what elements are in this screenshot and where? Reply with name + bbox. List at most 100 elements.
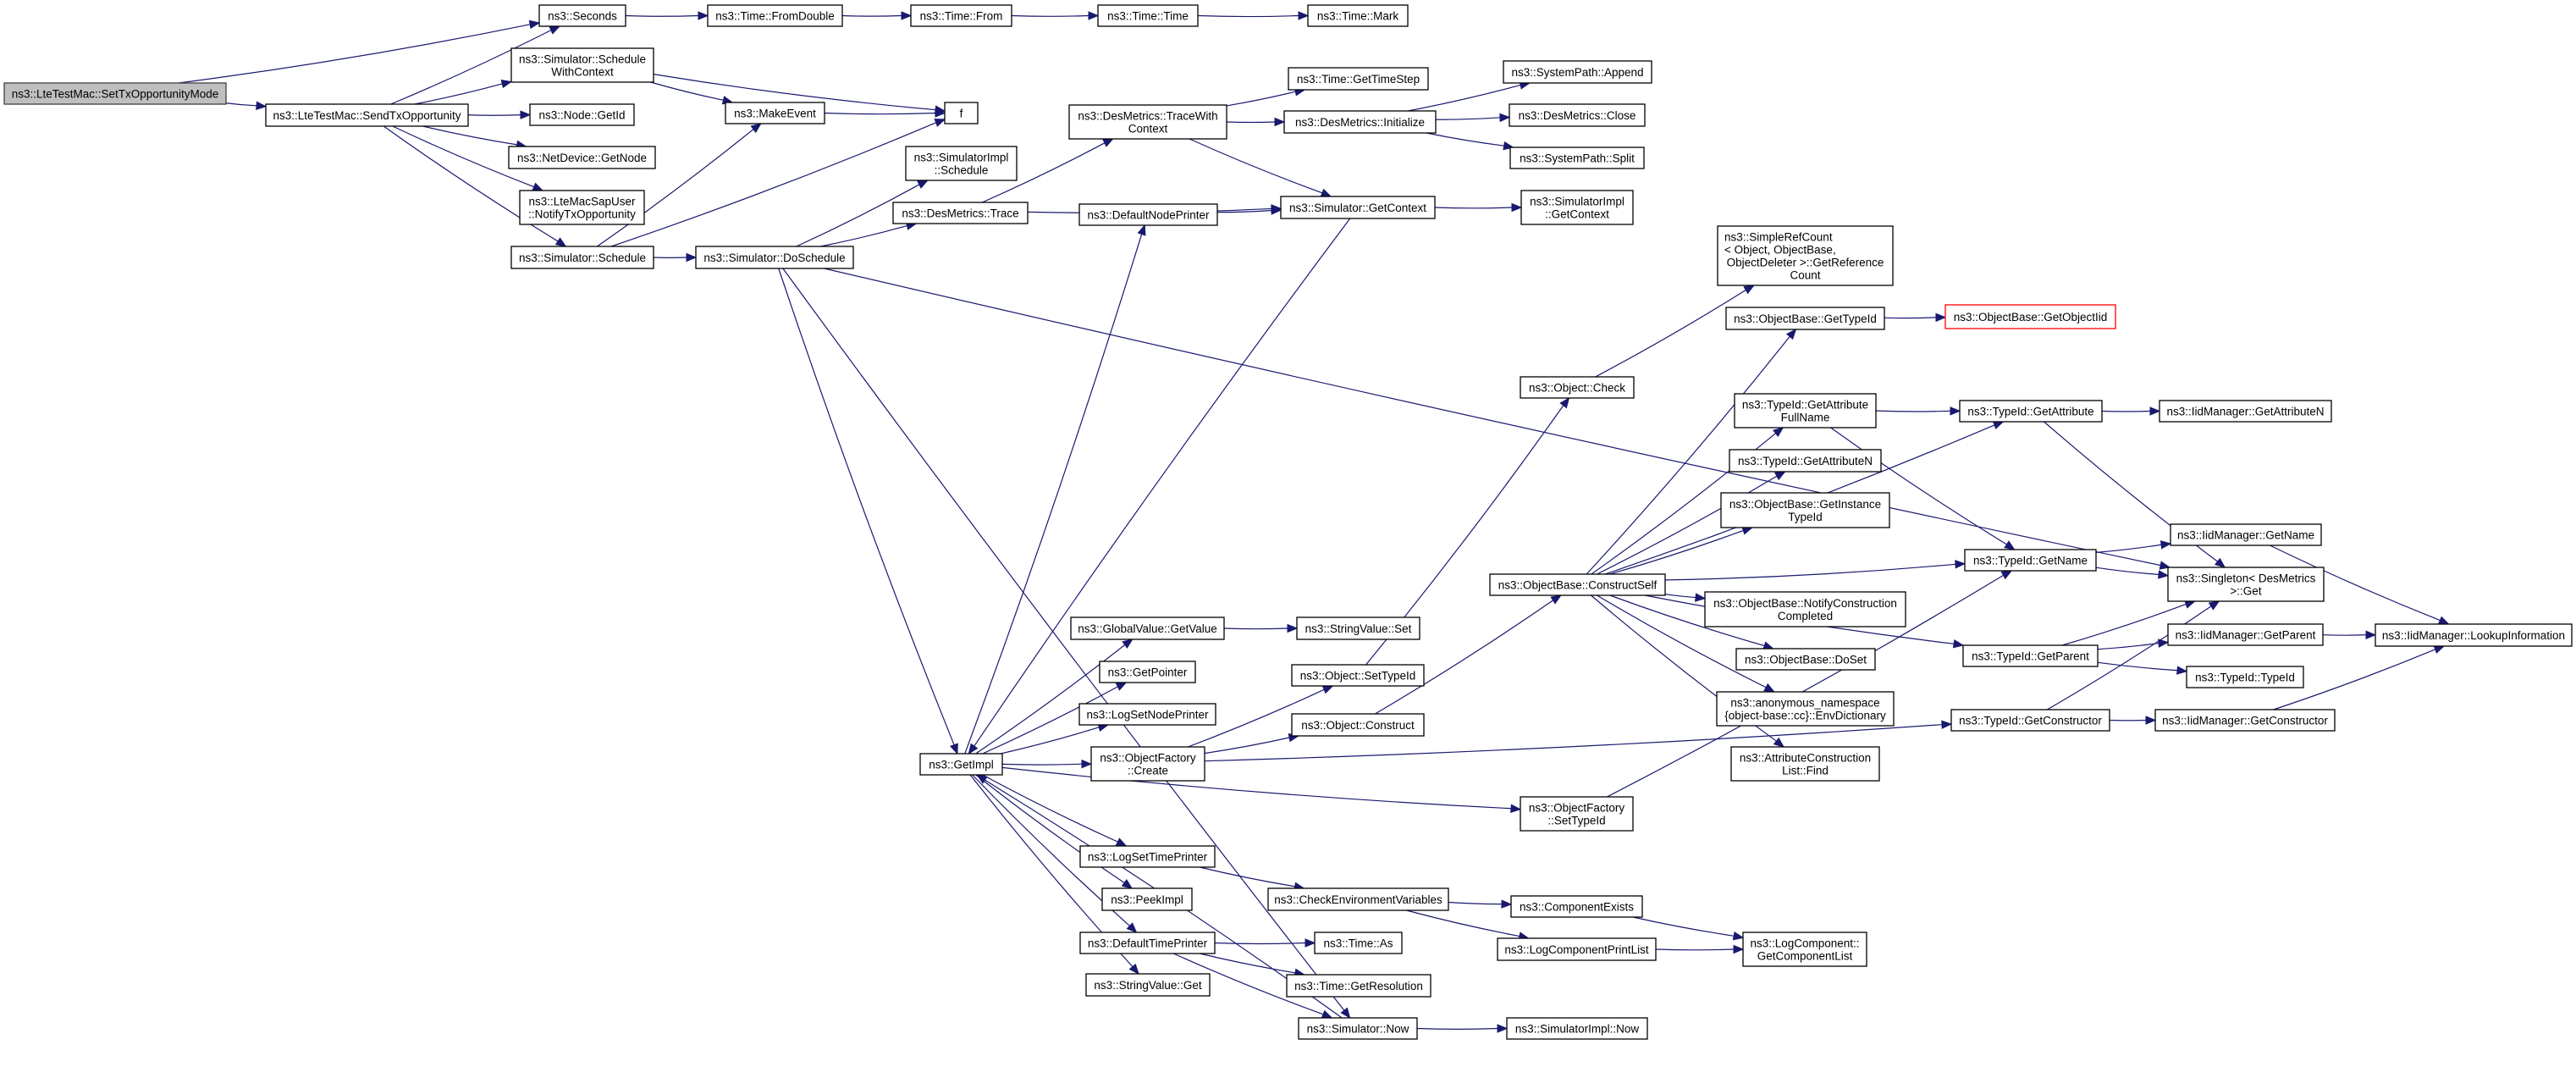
graph-node-logSetTimePrinter[interactable]: ns3::LogSetTimePrinter bbox=[1079, 845, 1216, 868]
graph-node-desMetricsTrace[interactable]: ns3::DesMetrics::Trace bbox=[892, 202, 1029, 224]
graph-node-constructSelf[interactable]: ns3::ObjectBase::ConstructSelf bbox=[1489, 573, 1666, 596]
node-box bbox=[1729, 449, 1882, 473]
edge-simulatorGetContext-to-getImpl bbox=[974, 218, 1351, 747]
graph-node-typeIdTypeId[interactable]: ns3::TypeId::TypeId bbox=[2186, 666, 2304, 688]
graph-node-objectBaseGetTypeId[interactable]: ns3::ObjectBase::GetTypeId bbox=[1725, 307, 1885, 330]
edge-doSchedule-to-getImpl bbox=[778, 268, 955, 745]
graph-node-simImplGetContext[interactable]: ns3::SimulatorImpl::GetContext bbox=[1520, 190, 1634, 225]
graph-node-systemPathSplit[interactable]: ns3::SystemPath::Split bbox=[1509, 146, 1645, 169]
arrowhead-icon bbox=[1992, 421, 2005, 430]
graph-node-nodeGetId[interactable]: ns3::Node::GetId bbox=[529, 103, 635, 126]
graph-node-iidGetParent[interactable]: ns3::IidManager::GetParent bbox=[2167, 623, 2324, 646]
graph-node-doSchedule[interactable]: ns3::Simulator::DoSchedule bbox=[695, 246, 854, 269]
node-label: FullName bbox=[1781, 412, 1830, 424]
graph-node-getPointer[interactable]: ns3::GetPointer bbox=[1099, 661, 1196, 683]
graph-node-simImplNow[interactable]: ns3::SimulatorImpl::Now bbox=[1506, 1017, 1648, 1040]
node-label: ns3::SystemPath::Append bbox=[1511, 66, 1643, 79]
graph-node-typeIdGetAttributeN[interactable]: ns3::TypeId::GetAttributeN bbox=[1729, 449, 1882, 473]
graph-node-iidGetAttributeN[interactable]: ns3::IidManager::GetAttributeN bbox=[2159, 400, 2332, 423]
graph-node-envDictionary[interactable]: ns3::anonymous_namespace{object-base::cc… bbox=[1716, 691, 1895, 727]
graph-node-peekImpl[interactable]: ns3::PeekImpl bbox=[1101, 887, 1193, 911]
graph-node-iidGetName[interactable]: ns3::IidManager::GetName bbox=[2170, 523, 2322, 546]
graph-node-getObjectIid[interactable]: ns3::ObjectBase::GetObjectIid bbox=[1944, 304, 2116, 329]
node-box bbox=[1962, 644, 2099, 667]
edge-componentExists-to-getComponentList bbox=[1633, 916, 1735, 937]
node-box bbox=[1097, 4, 1199, 27]
graph-node-objectCheck[interactable]: ns3::Object::Check bbox=[1520, 376, 1635, 399]
node-label: ns3::GetImpl bbox=[929, 759, 994, 771]
edge-globalValueGetValue-to-stringValueSet bbox=[1223, 627, 1288, 630]
graph-node-lookupInformation[interactable]: ns3::IidManager::LookupInformation bbox=[2375, 623, 2573, 647]
graph-node-timeTime[interactable]: ns3::Time::Time bbox=[1097, 4, 1199, 27]
edge-doSchedule-to-desMetricsTrace bbox=[820, 224, 907, 247]
graph-node-timeGetResolution[interactable]: ns3::Time::GetResolution bbox=[1286, 974, 1431, 998]
node-box bbox=[1267, 887, 1449, 911]
graph-node-sendTxOpportunity[interactable]: ns3::LteTestMac::SendTxOpportunity bbox=[265, 103, 469, 127]
graph-node-typeIdGetParent[interactable]: ns3::TypeId::GetParent bbox=[1962, 644, 2099, 667]
graph-node-netDeviceGetNode[interactable]: ns3::NetDevice::GetNode bbox=[508, 146, 656, 169]
edge-traceWithContext-to-desMetricsInitialize bbox=[1226, 121, 1276, 124]
graph-node-typeIdGetConstructor[interactable]: ns3::TypeId::GetConstructor bbox=[1950, 709, 2110, 732]
node-box bbox=[1944, 304, 2116, 329]
graph-node-timeFromDouble[interactable]: ns3::Time::FromDouble bbox=[707, 4, 843, 27]
edge-constructSelf-to-getInstanceTypeId bbox=[1609, 529, 1744, 575]
graph-node-getTimeStep[interactable]: ns3::Time::GetTimeStep bbox=[1288, 67, 1429, 91]
graph-node-singletonGet[interactable]: ns3::Singleton< DesMetrics>::Get bbox=[2167, 567, 2325, 602]
graph-node-logSetNodePrinter[interactable]: ns3::LogSetNodePrinter bbox=[1078, 703, 1216, 726]
graph-node-simulatorNow[interactable]: ns3::Simulator::Now bbox=[1298, 1017, 1418, 1040]
edge-traceWithContext-to-simulatorGetContext bbox=[1189, 138, 1323, 194]
graph-node-timeAs[interactable]: ns3::Time::As bbox=[1314, 932, 1403, 954]
graph-node-objectSetTypeId[interactable]: ns3::Object::SetTypeId bbox=[1291, 664, 1425, 687]
graph-node-notifyConstructionCompleted[interactable]: ns3::ObjectBase::NotifyConstructionCompl… bbox=[1704, 591, 1906, 627]
graph-node-desMetricsInitialize[interactable]: ns3::DesMetrics::Initialize bbox=[1283, 110, 1437, 134]
edge-getImpl-to-globalValueGetValue bbox=[975, 644, 1126, 755]
graph-node-logComponentPrintList[interactable]: ns3::LogComponentPrintList bbox=[1497, 937, 1657, 961]
graph-node-getImpl[interactable]: ns3::GetImpl bbox=[919, 753, 1003, 776]
graph-node-typeIdGetAttribute[interactable]: ns3::TypeId::GetAttribute bbox=[1959, 400, 2103, 423]
edge-simulatorSchedule-to-makeEvent bbox=[597, 129, 754, 247]
graph-node-timeFrom[interactable]: ns3::Time::From bbox=[910, 4, 1012, 27]
graph-node-f[interactable]: f bbox=[944, 102, 979, 124]
graph-node-objectFactorySetTypeId[interactable]: ns3::ObjectFactory::SetTypeId bbox=[1520, 796, 1634, 832]
graph-node-simImplSchedule[interactable]: ns3::SimulatorImpl::Schedule bbox=[905, 146, 1018, 181]
arrowhead-icon bbox=[1081, 759, 1093, 769]
graph-node-typeIdGetName[interactable]: ns3::TypeId::GetName bbox=[1964, 549, 2097, 572]
graph-node-stringValueSet[interactable]: ns3::StringValue::Set bbox=[1296, 616, 1420, 640]
graph-node-setTxOpportunityMode[interactable]: ns3::LteTestMac::SetTxOpportunityMode bbox=[3, 82, 227, 105]
graph-node-simulatorGetContext[interactable]: ns3::Simulator::GetContext bbox=[1280, 196, 1436, 219]
graph-node-notifyTxOpportunity[interactable]: ns3::LteMacSapUser::NotifyTxOpportunity bbox=[519, 190, 645, 225]
graph-node-seconds[interactable]: ns3::Seconds bbox=[538, 4, 626, 27]
graph-node-objectFactoryCreate[interactable]: ns3::ObjectFactory::Create bbox=[1090, 746, 1205, 782]
graph-node-defaultNodePrinter[interactable]: ns3::DefaultNodePrinter bbox=[1078, 203, 1218, 226]
edge-typeIdGetParent-to-typeIdTypeId bbox=[2097, 661, 2178, 672]
graph-node-makeEvent[interactable]: ns3::MakeEvent bbox=[725, 102, 825, 124]
graph-node-objectBaseDoSet[interactable]: ns3::ObjectBase::DoSet bbox=[1735, 648, 1876, 671]
graph-node-getComponentList[interactable]: ns3::LogComponent::GetComponentList bbox=[1742, 932, 1867, 967]
graph-node-desMetricsClose[interactable]: ns3::DesMetrics::Close bbox=[1509, 103, 1646, 127]
arrowhead-icon bbox=[2158, 639, 2170, 648]
graph-node-stringValueGet[interactable]: ns3::StringValue::Get bbox=[1085, 973, 1211, 997]
graph-node-timeMark[interactable]: ns3::Time::Mark bbox=[1307, 4, 1409, 27]
graph-node-componentExists[interactable]: ns3::ComponentExists bbox=[1510, 895, 1643, 918]
graph-node-iidGetConstructor[interactable]: ns3::IidManager::GetConstructor bbox=[2154, 709, 2336, 732]
graph-node-simpleRefCount[interactable]: ns3::SimpleRefCount< Object, ObjectBase,… bbox=[1717, 225, 1894, 286]
node-label: < Object, ObjectBase, bbox=[1724, 244, 1836, 257]
arrowhead-icon bbox=[1298, 11, 1310, 20]
edge-checkEnvVars-to-componentExists bbox=[1448, 901, 1503, 905]
arrowhead-icon bbox=[1121, 878, 1134, 889]
graph-node-checkEnvVars[interactable]: ns3::CheckEnvironmentVariables bbox=[1267, 887, 1449, 911]
graph-node-objectConstruct[interactable]: ns3::Object::Construct bbox=[1291, 713, 1425, 737]
graph-node-defaultTimePrinter[interactable]: ns3::DefaultTimePrinter bbox=[1079, 932, 1216, 954]
graph-node-simulatorSchedule[interactable]: ns3::Simulator::Schedule bbox=[510, 246, 654, 269]
graph-node-globalValueGetValue[interactable]: ns3::GlobalValue::GetValue bbox=[1070, 616, 1225, 640]
arrowhead-icon bbox=[686, 252, 698, 263]
edge-constructSelf-to-objectBaseDoSet bbox=[1609, 594, 1765, 647]
node-box bbox=[1497, 937, 1657, 961]
graph-node-systemPathAppend[interactable]: ns3::SystemPath::Append bbox=[1503, 60, 1652, 84]
node-box bbox=[1283, 110, 1437, 134]
